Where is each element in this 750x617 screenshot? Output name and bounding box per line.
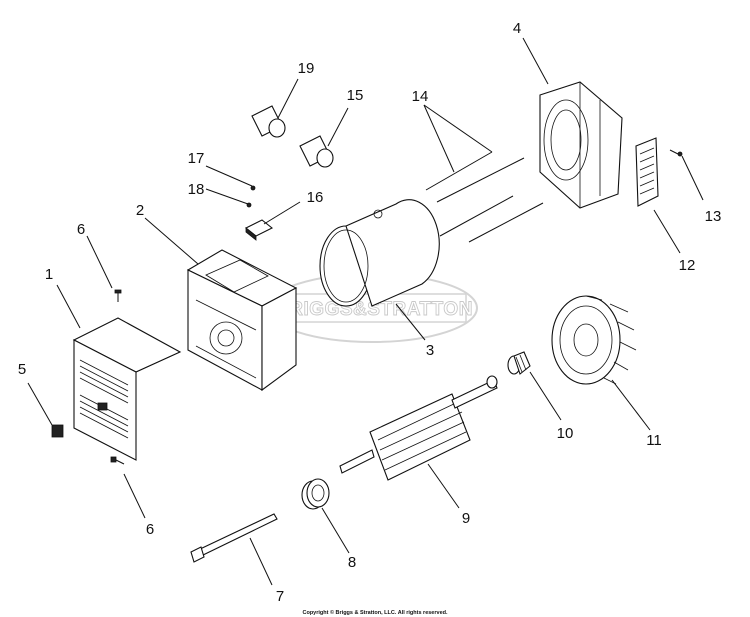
part-14-tie-rods[interactable] [425, 151, 544, 243]
callout-16: 16 [307, 189, 324, 206]
callout-10: 10 [557, 425, 574, 442]
callout-6-bottom: 6 [146, 521, 154, 538]
callout-11: 11 [646, 432, 662, 449]
callout-5: 5 [18, 361, 26, 378]
part-13-screw[interactable] [669, 149, 683, 157]
part-7-bolt[interactable] [190, 513, 278, 563]
callout-18: 18 [188, 181, 205, 198]
copyright-notice: Copyright © Briggs & Stratton, LLC. All … [302, 609, 448, 616]
callout-9: 9 [462, 510, 470, 527]
part-6-screw-top[interactable] [114, 289, 122, 302]
part-4-bracket[interactable] [539, 81, 623, 209]
callout-19: 19 [298, 60, 315, 77]
leader-lines [27, 37, 704, 586]
callout-8: 8 [348, 554, 356, 571]
part-1-end-cover[interactable] [72, 317, 182, 461]
callout-labels: 1 2 3 4 5 6 6 7 8 9 10 11 12 13 14 15 16… [18, 20, 722, 605]
callout-13: 13 [705, 208, 722, 225]
part-10-bearing[interactable] [507, 351, 531, 375]
part-6-screw-bottom[interactable] [110, 456, 125, 465]
callout-12: 12 [679, 257, 696, 274]
callout-1: 1 [45, 266, 53, 283]
part-5-cap[interactable] [51, 424, 64, 438]
watermark-text: BRIGGS&STRATTON [275, 299, 473, 320]
callout-6-top: 6 [77, 221, 85, 238]
part-8-bearing[interactable] [301, 478, 330, 510]
part-16-terminal-block[interactable] [244, 219, 274, 241]
part-15-spacer[interactable] [299, 135, 334, 168]
callout-7: 7 [276, 588, 284, 605]
part-3-stator[interactable] [319, 199, 440, 307]
callout-2: 2 [136, 202, 144, 219]
callout-17: 17 [188, 150, 205, 167]
part-17-fastener[interactable] [250, 185, 256, 191]
callout-14: 14 [412, 88, 429, 105]
part-12-plate[interactable] [635, 137, 659, 207]
part-9-rotor[interactable] [339, 375, 498, 481]
part-2-housing[interactable] [186, 249, 298, 392]
callout-4: 4 [513, 20, 521, 37]
callout-15: 15 [347, 87, 364, 104]
part-11-fan[interactable] [551, 295, 637, 385]
part-19-spacer[interactable] [251, 105, 286, 138]
callout-3: 3 [426, 342, 434, 359]
